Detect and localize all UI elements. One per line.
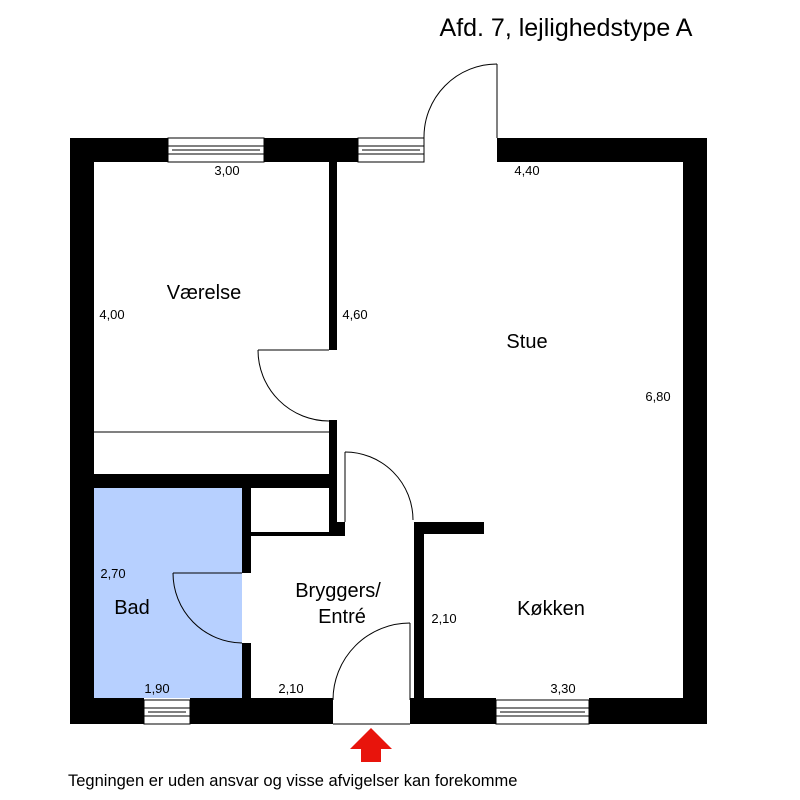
interior-walls xyxy=(94,162,484,698)
wall-top-3 xyxy=(497,138,707,162)
door-bad xyxy=(172,572,243,644)
window-vaerelse xyxy=(167,137,265,163)
wall-vaerelse-bottom xyxy=(94,474,337,488)
window-koekken xyxy=(495,699,590,725)
door-entrance xyxy=(332,622,411,725)
plan-title: Afd. 7, lejlighedstype A xyxy=(440,14,693,42)
room-label-bryggers: Bryggers/ xyxy=(295,580,381,602)
room-label-entre: Entré xyxy=(318,606,366,628)
wall-bad-upper xyxy=(242,488,251,573)
room-label-vaerelse: Værelse xyxy=(167,282,241,304)
room-label-stue: Stue xyxy=(506,331,547,353)
wall-bottom-3 xyxy=(410,698,496,724)
wall-stub xyxy=(337,522,345,536)
windows xyxy=(143,137,590,725)
wall-top-1 xyxy=(70,138,168,162)
wall-koekken-top xyxy=(414,522,484,534)
dim-vaerelse-width: 3,00 xyxy=(214,163,239,178)
dim-bad-width: 1,90 xyxy=(144,681,169,696)
doors xyxy=(172,63,498,725)
dim-bad-height: 2,70 xyxy=(100,566,125,581)
room-label-koekken: Køkken xyxy=(517,598,585,620)
dim-vaerelse-depth: 4,00 xyxy=(99,307,124,322)
wall-right xyxy=(683,138,707,724)
dim-stue-depth: 6,80 xyxy=(645,389,670,404)
wall-cupboard-bottom xyxy=(251,532,343,536)
door-vaerelse xyxy=(257,349,330,422)
door-terrace xyxy=(423,63,498,139)
dim-stue-left: 4,60 xyxy=(342,307,367,322)
wall-koekken-left xyxy=(414,534,424,698)
room-label-bad: Bad xyxy=(114,597,150,619)
window-stue xyxy=(357,137,425,163)
wall-bottom-4 xyxy=(589,698,707,724)
wall-bottom-2 xyxy=(190,698,333,724)
outer-walls xyxy=(70,138,707,724)
disclaimer-text: Tegningen er uden ansvar og visse afvige… xyxy=(68,772,517,790)
wall-top-2 xyxy=(264,138,358,162)
dim-koekken-left: 2,10 xyxy=(431,611,456,626)
window-bad xyxy=(143,699,191,725)
wall-bad-lower xyxy=(242,643,251,698)
dim-koekken-width: 3,30 xyxy=(550,681,575,696)
bad-area xyxy=(94,488,242,698)
wall-left xyxy=(70,138,94,724)
dim-stue-width: 4,40 xyxy=(514,163,539,178)
wall-vaerelse-stue-upper xyxy=(329,162,337,350)
entrance-arrow-icon xyxy=(350,728,392,762)
door-bryggers-stue xyxy=(344,451,414,522)
dim-bryggers-width: 2,10 xyxy=(278,681,303,696)
wall-bottom-1 xyxy=(70,698,144,724)
